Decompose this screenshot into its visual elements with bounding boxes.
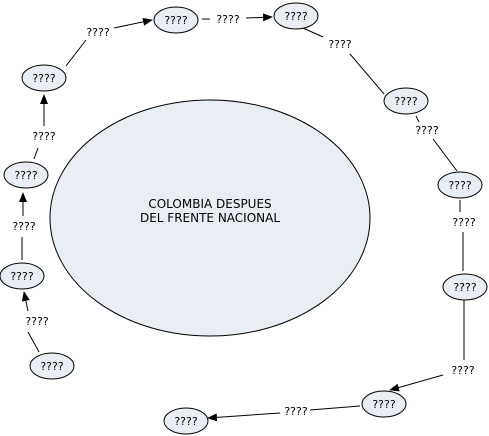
edge-label: ???? bbox=[452, 216, 476, 229]
edge-line bbox=[432, 138, 458, 172]
node-label: ???? bbox=[40, 360, 64, 373]
node-shape bbox=[361, 390, 407, 418]
node[interactable]: ???? bbox=[29, 352, 75, 380]
edge-label: ???? bbox=[25, 315, 49, 328]
edge-line bbox=[65, 39, 87, 67]
node[interactable]: ???? bbox=[3, 161, 49, 189]
node-shape bbox=[21, 64, 67, 92]
center-node-shape bbox=[49, 99, 371, 337]
node-label: ???? bbox=[32, 72, 56, 85]
node-shape bbox=[442, 273, 488, 301]
edge-line bbox=[207, 412, 281, 422]
edge-lines bbox=[19, 13, 465, 422]
node-shape bbox=[163, 407, 209, 435]
node-shape bbox=[0, 262, 45, 290]
node[interactable]: ???? bbox=[153, 6, 199, 34]
node[interactable]: ???? bbox=[163, 407, 209, 435]
node[interactable]: ???? bbox=[21, 64, 67, 92]
edge-label: ???? bbox=[284, 405, 308, 418]
node[interactable]: ???? bbox=[0, 262, 45, 290]
center-node-label-line2: DEL FRENTE NACIONAL bbox=[140, 211, 280, 225]
edge-line bbox=[21, 291, 30, 312]
node-label: ???? bbox=[453, 281, 477, 294]
node-shape bbox=[29, 352, 75, 380]
edge-label: ???? bbox=[12, 220, 36, 233]
edge-label: ???? bbox=[328, 38, 352, 51]
edge-labels: ???? ???? ???? ???? ???? ???? ???? ???? … bbox=[12, 13, 476, 418]
edge-label: ???? bbox=[415, 124, 439, 137]
node-label: ???? bbox=[174, 415, 198, 428]
node[interactable]: ???? bbox=[437, 171, 483, 199]
node[interactable]: ???? bbox=[273, 2, 319, 30]
node-label: ???? bbox=[10, 270, 34, 283]
edge-label: ???? bbox=[32, 130, 56, 143]
edge-label: ???? bbox=[86, 26, 110, 39]
edge-line bbox=[33, 147, 39, 160]
node-shape bbox=[273, 2, 319, 30]
node-label: ???? bbox=[448, 179, 472, 192]
node-shape bbox=[383, 87, 429, 115]
edge-line bbox=[309, 405, 361, 411]
node-shape bbox=[437, 171, 483, 199]
node-label: ???? bbox=[14, 169, 38, 182]
edge-line bbox=[113, 17, 153, 29]
node-shape bbox=[3, 161, 49, 189]
edge-line bbox=[27, 331, 40, 353]
edge-line bbox=[415, 115, 420, 123]
edge-line bbox=[245, 13, 273, 22]
node-label: ???? bbox=[284, 10, 308, 23]
node[interactable]: ???? bbox=[383, 87, 429, 115]
edge-line bbox=[349, 53, 385, 95]
edge-line bbox=[302, 27, 324, 38]
node-label: ???? bbox=[394, 95, 418, 108]
center-node[interactable]: COLOMBIA DESPUES DEL FRENTE NACIONAL bbox=[49, 99, 371, 337]
edge-line bbox=[389, 374, 444, 392]
node-shape bbox=[153, 6, 199, 34]
node[interactable]: ???? bbox=[442, 273, 488, 301]
node-label: ???? bbox=[164, 14, 188, 27]
center-node-label-line1: COLOMBIA DESPUES bbox=[148, 197, 271, 211]
node-label: ???? bbox=[372, 398, 396, 411]
node[interactable]: ???? bbox=[361, 390, 407, 418]
edge-label: ???? bbox=[451, 364, 475, 377]
edge-label: ???? bbox=[216, 13, 240, 26]
